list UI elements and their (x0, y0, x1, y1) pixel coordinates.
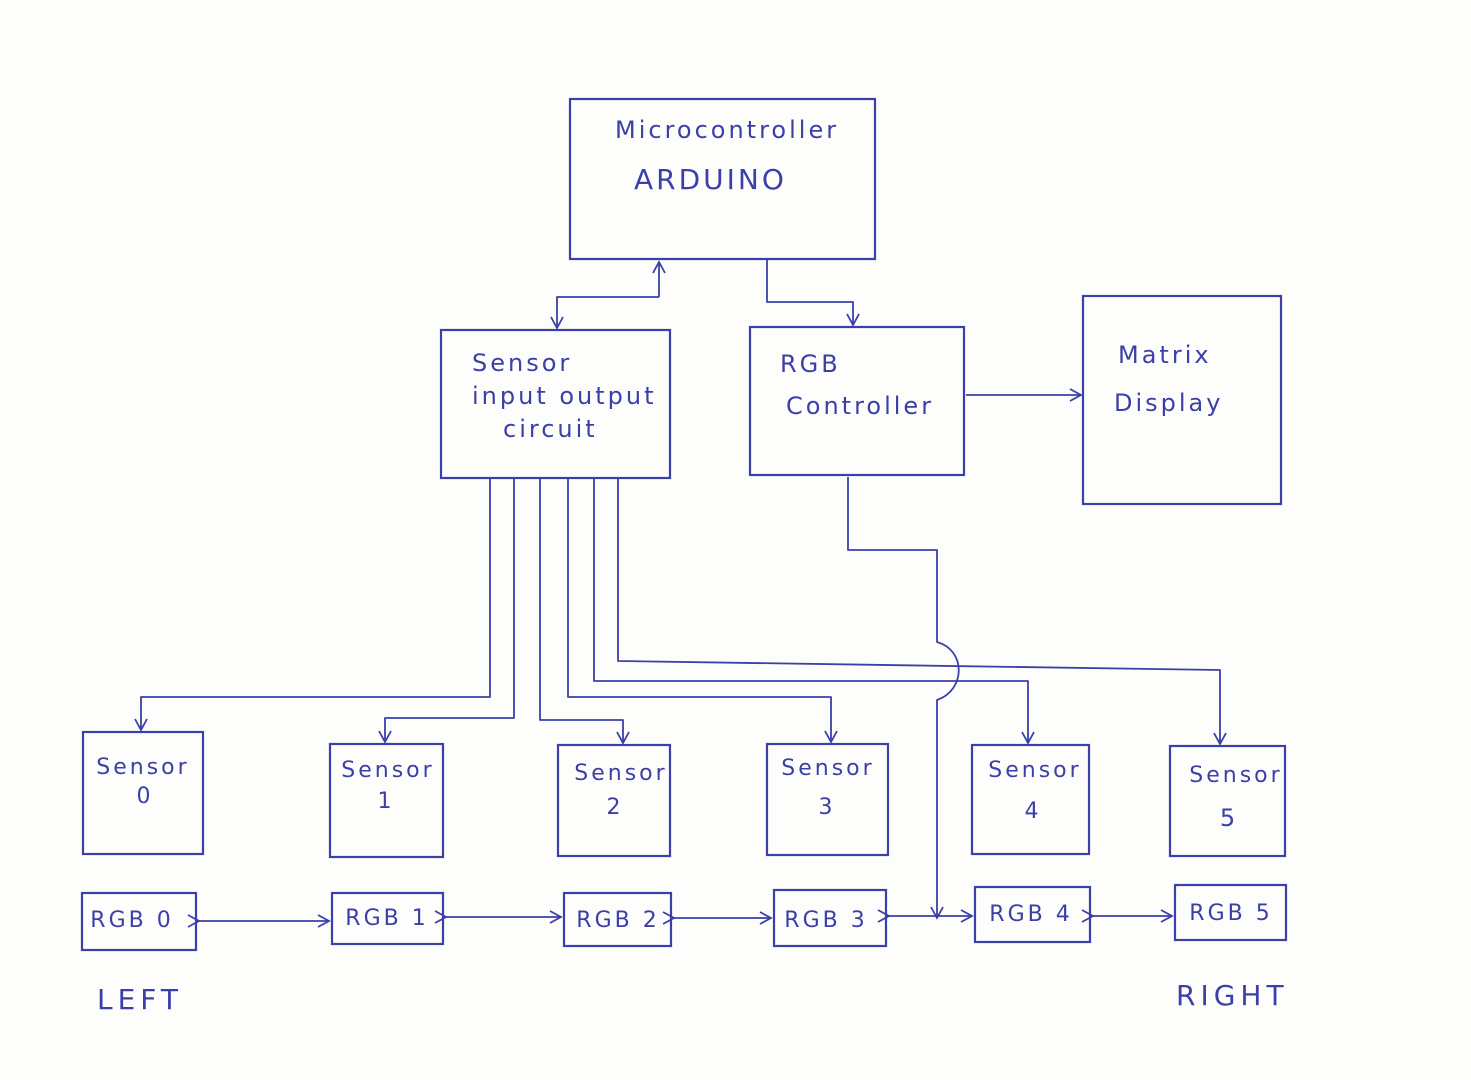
arduino-label: ARDUINO (634, 163, 787, 196)
sensor-3-block: Sensor 3 (765, 742, 890, 857)
rgb-controller-to-chain-wire (847, 477, 960, 920)
matrix-display-label-line1: Matrix (1118, 341, 1212, 369)
sensor-2-label: Sensor (574, 761, 667, 786)
io-to-sensor-5-wire (617, 478, 1227, 746)
sensor-5-label: Sensor (1189, 763, 1282, 788)
rgb-4-label: RGB 4 (989, 902, 1072, 927)
sensor-5-index: 5 (1220, 804, 1238, 832)
sensor-5-block: Sensor 5 (1168, 744, 1287, 858)
sensor-0-label: Sensor (96, 755, 189, 780)
sensor-4-index: 4 (1025, 799, 1042, 824)
sensor-1-label: Sensor (341, 758, 434, 783)
sensor-4-block: Sensor 4 (970, 743, 1091, 856)
sensor-io-block: Sensor input output circuit (439, 328, 672, 480)
rgb-2-label: RGB 2 (576, 908, 659, 933)
sensor-2-block: Sensor 2 (556, 743, 672, 858)
matrix-display-block: Matrix Display (1081, 294, 1283, 506)
arduino-rgb-controller-link (766, 259, 860, 327)
rgb-1-label: RGB 1 (345, 906, 428, 931)
rgb-controller-block: RGB Controller (748, 325, 966, 477)
left-label: LEFT (97, 983, 183, 1016)
sensor-2-index: 2 (607, 795, 624, 820)
rgb-3-label: RGB 3 (784, 908, 867, 933)
microcontroller-label: Microcontroller (615, 116, 839, 144)
io-to-sensor-1-wire (378, 478, 515, 744)
rgb-5-label: RGB 5 (1189, 901, 1272, 926)
sensor-3-label: Sensor (781, 756, 874, 781)
io-to-sensor-0-wire (134, 478, 491, 732)
sensor-io-label-line3: circuit (503, 415, 598, 443)
sensor-0-index: 0 (137, 784, 154, 809)
rgb-5-block: RGB 5 (1173, 883, 1288, 942)
rgb-0-block: RGB 0 (80, 891, 198, 952)
rgb-1-block: RGB 1 (330, 891, 445, 946)
rgb-controller-label-line2: Controller (786, 392, 934, 420)
sensor-io-label-line1: Sensor (472, 349, 572, 377)
matrix-display-label-line2: Display (1114, 389, 1223, 417)
rgb-2-block: RGB 2 (562, 891, 673, 948)
io-to-sensor-2-wire (539, 478, 630, 745)
rgb-4-block: RGB 4 (973, 885, 1092, 944)
microcontroller-block: Microcontroller ARDUINO (568, 97, 877, 261)
right-label: RIGHT (1176, 979, 1289, 1012)
arduino-sensor-io-link-down (550, 296, 659, 330)
io-to-sensor-3-wire (567, 478, 838, 744)
rgb-0-label: RGB 0 (90, 908, 173, 933)
sensor-0-block: Sensor 0 (81, 730, 205, 856)
sensor-1-block: Sensor 1 (328, 742, 445, 859)
sensor-3-index: 3 (819, 795, 836, 820)
io-to-sensor-4-wire (593, 478, 1035, 745)
rgb-3-block: RGB 3 (772, 888, 888, 948)
sensor-io-label-line2: input output (472, 382, 657, 410)
rgb-controller-label-line1: RGB (780, 350, 841, 378)
sensor-1-index: 1 (378, 789, 395, 814)
sensor-4-label: Sensor (988, 758, 1081, 783)
